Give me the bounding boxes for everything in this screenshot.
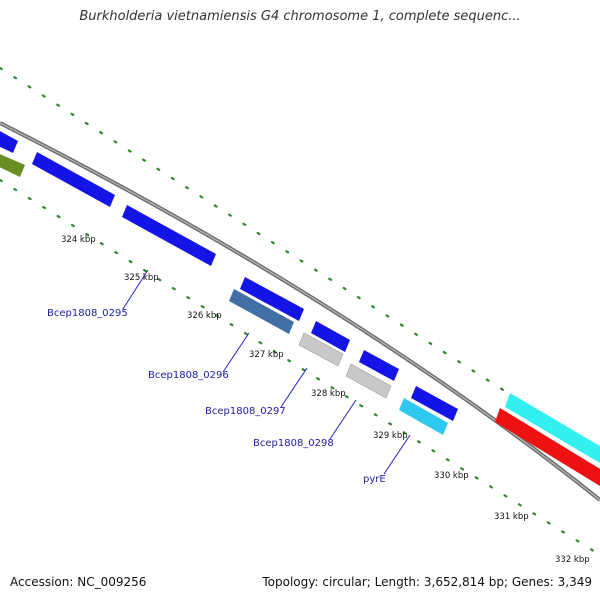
label-leaders (122, 269, 411, 475)
inner-tick-track (0, 178, 600, 557)
gene-label[interactable]: Bcep1808_0295 (47, 308, 128, 319)
scale-label: 329 kbp (373, 431, 408, 441)
accession-text: Accession: NC_009256 (10, 575, 147, 589)
scale-label: 327 kbp (249, 350, 284, 360)
scale-label: 331 kbp (494, 512, 529, 522)
gene-grey-0[interactable] (298, 332, 344, 367)
outer-tick-track (0, 66, 600, 454)
gene-label[interactable]: Bcep1808_0297 (205, 406, 286, 417)
gene-blue-5[interactable] (359, 350, 399, 381)
gene-bright-cyan[interactable] (505, 393, 600, 466)
gene-features (0, 130, 600, 489)
gene-red[interactable] (495, 408, 600, 489)
scale-label: 324 kbp (61, 235, 96, 245)
scale-label: 326 kbp (187, 311, 222, 321)
map-title: Burkholderia vietnamiensis G4 chromosome… (79, 9, 521, 24)
gene-blue-3[interactable] (240, 277, 304, 321)
gene-cyan[interactable] (399, 398, 448, 435)
gene-label[interactable]: Bcep1808_0296 (148, 370, 229, 381)
gene-steel-blue[interactable] (229, 289, 294, 334)
gene-blue-6[interactable] (411, 386, 458, 421)
backbone-highlight (0, 122, 600, 501)
scale-label: 330 kbp (434, 471, 469, 481)
scale-label: 332 kbp (555, 555, 590, 565)
gene-blue-4[interactable] (311, 321, 350, 352)
scale-label: 325 kbp (124, 273, 159, 283)
gene-blue-0[interactable] (0, 130, 18, 153)
genome-summary-text: Topology: circular; Length: 3,652,814 bp… (262, 575, 592, 589)
gene-grey-1[interactable] (345, 363, 392, 399)
gene-label[interactable]: pyrE (363, 474, 386, 485)
gene-label[interactable]: Bcep1808_0298 (253, 438, 334, 449)
scale-label: 328 kbp (311, 389, 346, 399)
gene-blue-1[interactable] (32, 152, 115, 207)
gene-olive[interactable] (0, 152, 25, 177)
gene-blue-2[interactable] (122, 205, 216, 266)
